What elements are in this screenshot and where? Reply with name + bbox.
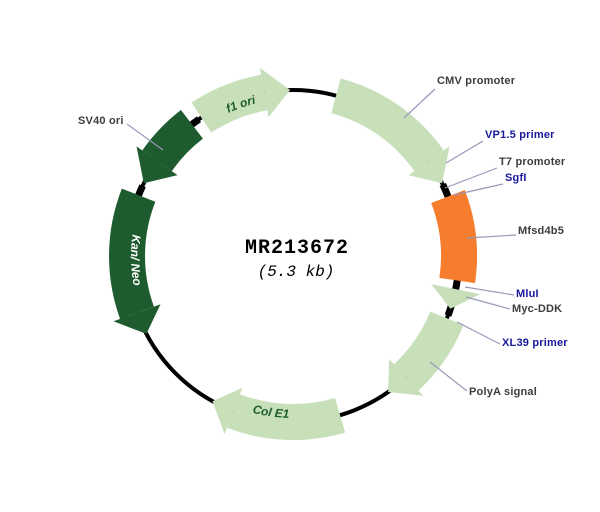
leader-line-sgfi bbox=[453, 183, 504, 196]
arc-label-col-e1: Col E1 bbox=[251, 402, 289, 421]
feature-arc-col-e1 bbox=[227, 394, 346, 441]
plasmid-name: MR213672 bbox=[244, 237, 350, 260]
feature-label-vp1-5-primer: VP1.5 primer bbox=[485, 129, 555, 141]
leader-line-vp1-5-primer bbox=[445, 140, 484, 164]
feature-label-sgfi: SgfI bbox=[505, 172, 527, 184]
site-tick-3 bbox=[135, 184, 146, 197]
leader-line-mlui bbox=[464, 286, 515, 296]
site-tick-0 bbox=[439, 182, 452, 198]
feature-arrowhead-kan-neo bbox=[113, 304, 161, 334]
feature-label-sv40-ori: SV40 ori bbox=[78, 115, 124, 127]
feature-arc-polya-signal bbox=[393, 311, 464, 391]
leader-line-sv40-ori bbox=[126, 123, 164, 151]
feature-arc-mfsd4b5 bbox=[431, 190, 477, 284]
feature-label-t7-promoter: T7 promoter bbox=[499, 156, 566, 168]
feature-arc-cmv-promoter bbox=[330, 78, 444, 172]
feature-arrowhead-sv40-ori bbox=[136, 146, 178, 184]
feature-arc-f1-ori bbox=[191, 74, 268, 133]
leader-line-t7-promoter bbox=[444, 167, 498, 189]
feature-label-xl39-primer: XL39 primer bbox=[502, 337, 568, 349]
feature-label-cmv-promoter: CMV promoter bbox=[437, 75, 516, 87]
arc-label-kan-neo: Kan/ Neo bbox=[128, 234, 145, 287]
leader-line-xl39-primer bbox=[456, 321, 501, 345]
feature-label-mfsd4b5: Mfsd4b5 bbox=[518, 225, 565, 237]
leader-line-mfsd4b5 bbox=[466, 234, 517, 239]
feature-arrowhead-myc-ddk bbox=[431, 284, 481, 309]
feature-arrowhead-polya-signal bbox=[388, 359, 424, 396]
feature-arc-sv40-ori bbox=[142, 110, 204, 172]
feature-label-polya-signal: PolyA signal bbox=[469, 386, 538, 398]
site-tick-1 bbox=[451, 278, 461, 292]
feature-arrowhead-col-e1 bbox=[212, 387, 243, 435]
feature-arrowhead-cmv-promoter bbox=[408, 146, 450, 184]
plasmid-size: (5.3 kb) bbox=[257, 263, 335, 281]
feature-label-myc-ddk: Myc-DDK bbox=[512, 303, 563, 315]
feature-arc-kan-neo bbox=[109, 188, 156, 319]
feature-arrowhead-f1-ori bbox=[259, 67, 291, 118]
leader-line-myc-ddk bbox=[465, 296, 511, 310]
leader-line-polya-signal bbox=[429, 361, 468, 392]
leader-line-cmv-promoter bbox=[403, 88, 436, 119]
feature-label-mlui: MluI bbox=[516, 288, 539, 300]
